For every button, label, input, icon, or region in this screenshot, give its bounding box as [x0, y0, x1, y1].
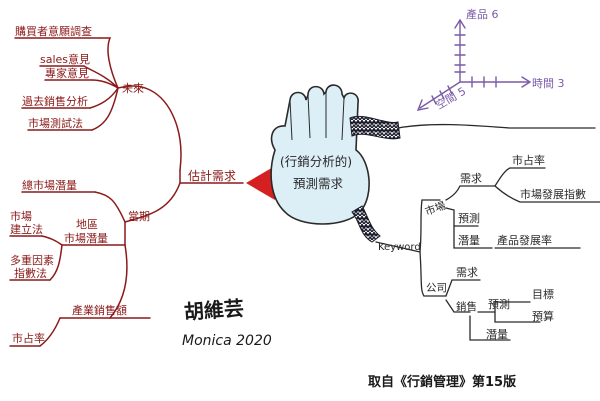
keyword-company-sales: 銷售	[456, 300, 477, 313]
current-multi-factor-1: 多重因素	[10, 253, 54, 267]
current-market-share: 市占率	[12, 331, 45, 345]
estimate-cone	[246, 166, 275, 200]
axis-product-label: 產品 6	[466, 7, 499, 21]
estimate-label: 估計需求	[188, 168, 236, 183]
future-item-2: 專家意見	[45, 66, 89, 80]
labels: (行銷分析的) 預測需求 估計需求 未來 購買者意願調查 sales意見 專家意…	[10, 7, 586, 390]
keyword-label: Keyword	[378, 242, 421, 253]
current-industry-sales: 產業銷售額	[72, 303, 127, 317]
keyword-market-forecast: 預測	[458, 211, 480, 225]
hand-shape	[270, 84, 370, 225]
keyword-company-forecast: 預測	[488, 297, 510, 311]
keyword-market-demand: 需求	[460, 172, 482, 185]
current-label: 當期	[128, 210, 150, 223]
keyword-market-potential: 潛量	[458, 234, 480, 247]
keyword-market-share: 市占率	[512, 153, 545, 167]
keyword-market-product-development-rate: 產品發展率	[497, 233, 552, 247]
future-item-4: 市場測試法	[28, 116, 83, 130]
axes	[416, 18, 532, 111]
future-item-1: sales意見	[40, 52, 90, 66]
center-line1: (行銷分析的)	[280, 154, 352, 169]
keyword-company-budget: 預算	[532, 309, 554, 323]
current-area-market-2: 市場潛量	[64, 231, 108, 245]
keyword-company-label: 公司	[426, 282, 447, 294]
keyword-market-development-index: 市場發展指數	[520, 187, 586, 201]
future-item-0: 購買者意願調查	[15, 24, 92, 38]
future-item-3: 過去銷售分析	[22, 94, 88, 108]
keyword-company-target: 目標	[532, 287, 554, 301]
branch-lines-left	[9, 37, 244, 347]
source-caption: 取自《行銷管理》第15版	[368, 374, 516, 390]
future-label: 未來	[122, 82, 144, 95]
zigzag-ribbon-bottom	[351, 205, 381, 243]
current-total-market: 總市場潛量	[22, 178, 77, 192]
signature-name: 胡維芸	[183, 296, 245, 324]
current-multi-factor-2: 指數法	[14, 266, 47, 280]
keyword-market-label: 市場	[423, 199, 448, 219]
zigzag-ribbon-top	[349, 116, 401, 140]
signature-text: Monica 2020	[182, 333, 272, 349]
branch-lines-right	[375, 123, 600, 341]
center-line2: 預測需求	[293, 176, 344, 191]
current-area-market-1: 地區	[76, 218, 98, 231]
keyword-company-potential: 潛量	[486, 328, 508, 341]
current-market-build-2: 建立法	[10, 222, 43, 236]
current-market-build-1: 市場	[10, 209, 32, 223]
keyword-company-demand: 需求	[456, 266, 478, 279]
axis-time-label: 時間 3	[532, 77, 565, 90]
